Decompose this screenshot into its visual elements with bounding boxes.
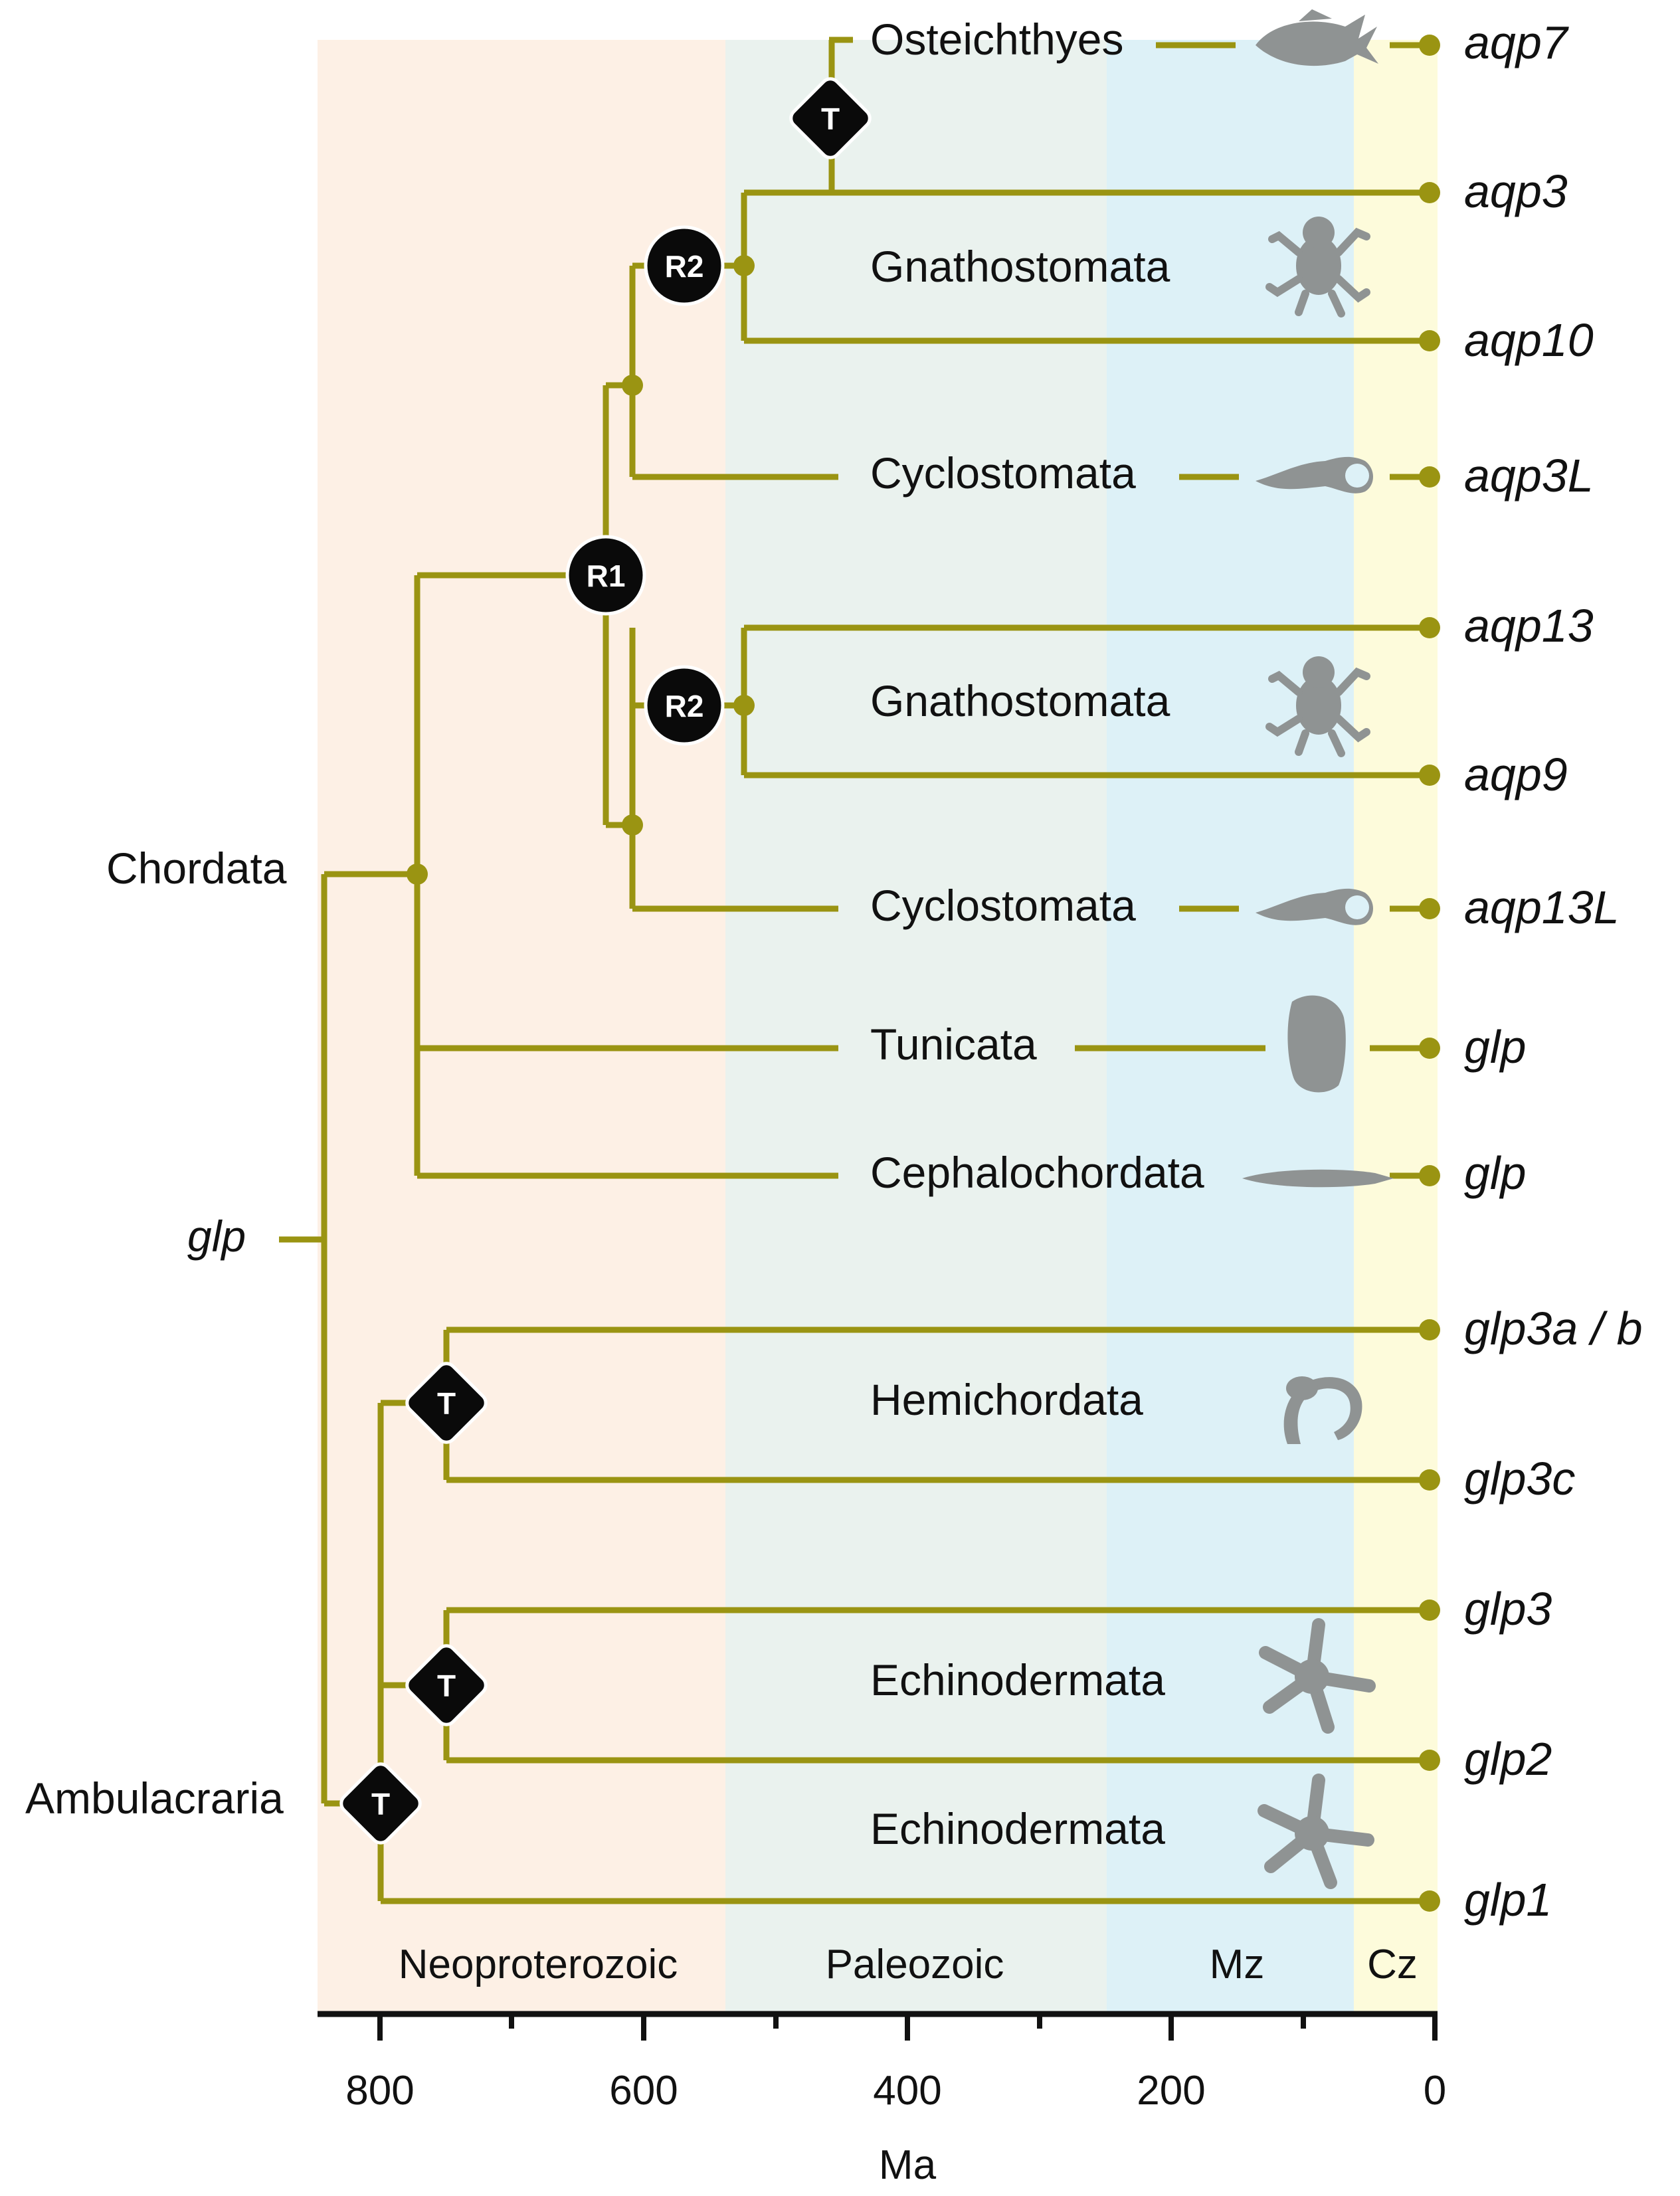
taxon-label-echinodermata-1: Echinodermata xyxy=(870,1655,1165,1704)
tick-label: 800 xyxy=(345,2068,414,2114)
node-dots xyxy=(407,35,1440,1912)
tree-branches xyxy=(279,37,1430,1904)
gene-label-glp-tunicata: glp xyxy=(1464,1021,1526,1073)
gene-label-aqp9: aqp9 xyxy=(1464,749,1568,800)
era-labels: Neoproterozoic Paleozoic Mz Cz xyxy=(399,1942,1418,1987)
gene-label-glp1: glp1 xyxy=(1464,1874,1552,1926)
svg-text:R2: R2 xyxy=(665,249,704,284)
gene-label-aqp10: aqp10 xyxy=(1464,314,1594,366)
gene-label-glp3: glp3 xyxy=(1464,1583,1552,1635)
clade-label-chordata: Chordata xyxy=(106,844,287,893)
svg-text:T: T xyxy=(437,1669,456,1703)
tick-label: 400 xyxy=(873,2068,941,2114)
taxon-label-cephalochordata: Cephalochordata xyxy=(870,1148,1204,1197)
taxon-label-hemichordata: Hemichordata xyxy=(870,1375,1143,1424)
taxon-label-echinodermata-2: Echinodermata xyxy=(870,1804,1165,1853)
taxon-label-gnathostomata-1: Gnathostomata xyxy=(870,242,1170,291)
gene-label-aqp7: aqp7 xyxy=(1464,17,1570,68)
wgd-r1-badge: R1 xyxy=(565,535,646,616)
tunicate-icon xyxy=(1287,995,1346,1093)
wgd-r2-badge: R2 xyxy=(644,665,725,746)
taxon-label-gnathostomata-2: Gnathostomata xyxy=(870,676,1170,725)
taxon-label-tunicata: Tunicata xyxy=(870,1020,1037,1069)
axis-unit-label: Ma xyxy=(879,2142,937,2188)
lancelet-icon xyxy=(1242,1169,1394,1188)
gene-label-glp2: glp2 xyxy=(1464,1733,1552,1785)
era-label-paleozoic: Paleozoic xyxy=(826,1942,1004,1987)
acorn-worm-icon xyxy=(1283,1376,1362,1444)
lamprey-icon xyxy=(1256,456,1373,494)
taxon-labels: Osteichthyes Gnathostomata Cyclostomata … xyxy=(870,15,1204,1853)
tandem-duplication-badge: T xyxy=(405,1362,488,1444)
tick-label: 0 xyxy=(1424,2068,1446,2114)
gene-label-aqp3l: aqp3L xyxy=(1464,450,1594,502)
tandem-duplication-badge: T xyxy=(789,77,872,159)
starfish-icon xyxy=(1259,1618,1376,1734)
clade-labels: Chordata Ambulacraria glp xyxy=(25,844,287,1823)
root-gene-label: glp xyxy=(187,1212,246,1261)
tick-label: 200 xyxy=(1137,2068,1205,2114)
gene-labels: aqp7 aqp3 aqp10 aqp3L aqp13 aqp9 aqp13L … xyxy=(1464,17,1643,1926)
taxon-label-cyclostomata-1: Cyclostomata xyxy=(870,448,1136,498)
taxon-label-cyclostomata-2: Cyclostomata xyxy=(870,881,1136,930)
taxon-label-osteichthyes: Osteichthyes xyxy=(870,15,1124,64)
tandem-duplication-badge: T xyxy=(339,1762,422,1845)
era-band-neoproterozoic xyxy=(318,0,725,2013)
event-badges: T R1 R2 R2 T T T xyxy=(339,77,872,1845)
era-label-neoproterozoic: Neoproterozoic xyxy=(399,1942,678,1987)
tandem-duplication-badge: T xyxy=(405,1644,488,1726)
svg-text:R1: R1 xyxy=(587,559,626,593)
era-label-mesozoic: Mz xyxy=(1210,1942,1265,1987)
era-bands xyxy=(318,0,1438,2013)
time-axis: 800 600 400 200 0 Ma xyxy=(318,2011,1446,2188)
gene-label-aqp13l: aqp13L xyxy=(1464,881,1620,933)
lamprey-icon xyxy=(1256,888,1373,925)
gene-label-aqp13: aqp13 xyxy=(1464,600,1594,652)
starfish-icon xyxy=(1258,1774,1374,1889)
frog-icon xyxy=(1265,217,1370,318)
svg-text:T: T xyxy=(371,1787,390,1821)
wgd-r2-badge: R2 xyxy=(644,225,725,306)
fish-icon xyxy=(1256,9,1378,66)
clade-label-ambulacraria: Ambulacraria xyxy=(25,1774,284,1823)
svg-text:T: T xyxy=(437,1386,456,1421)
era-label-cenozoic: Cz xyxy=(1367,1942,1418,1987)
svg-text:R2: R2 xyxy=(665,689,704,723)
gene-label-aqp3: aqp3 xyxy=(1464,165,1568,217)
era-band-paleozoic xyxy=(725,40,1107,2013)
tick-label: 600 xyxy=(609,2068,678,2114)
gene-label-glp3ab: glp3a / b xyxy=(1464,1303,1643,1354)
frog-icon xyxy=(1265,656,1370,757)
gene-label-glp3c: glp3c xyxy=(1464,1453,1575,1505)
silhouettes xyxy=(1242,9,1394,1889)
svg-text:T: T xyxy=(821,102,840,136)
gene-label-glp-cephalochordata: glp xyxy=(1464,1147,1526,1199)
